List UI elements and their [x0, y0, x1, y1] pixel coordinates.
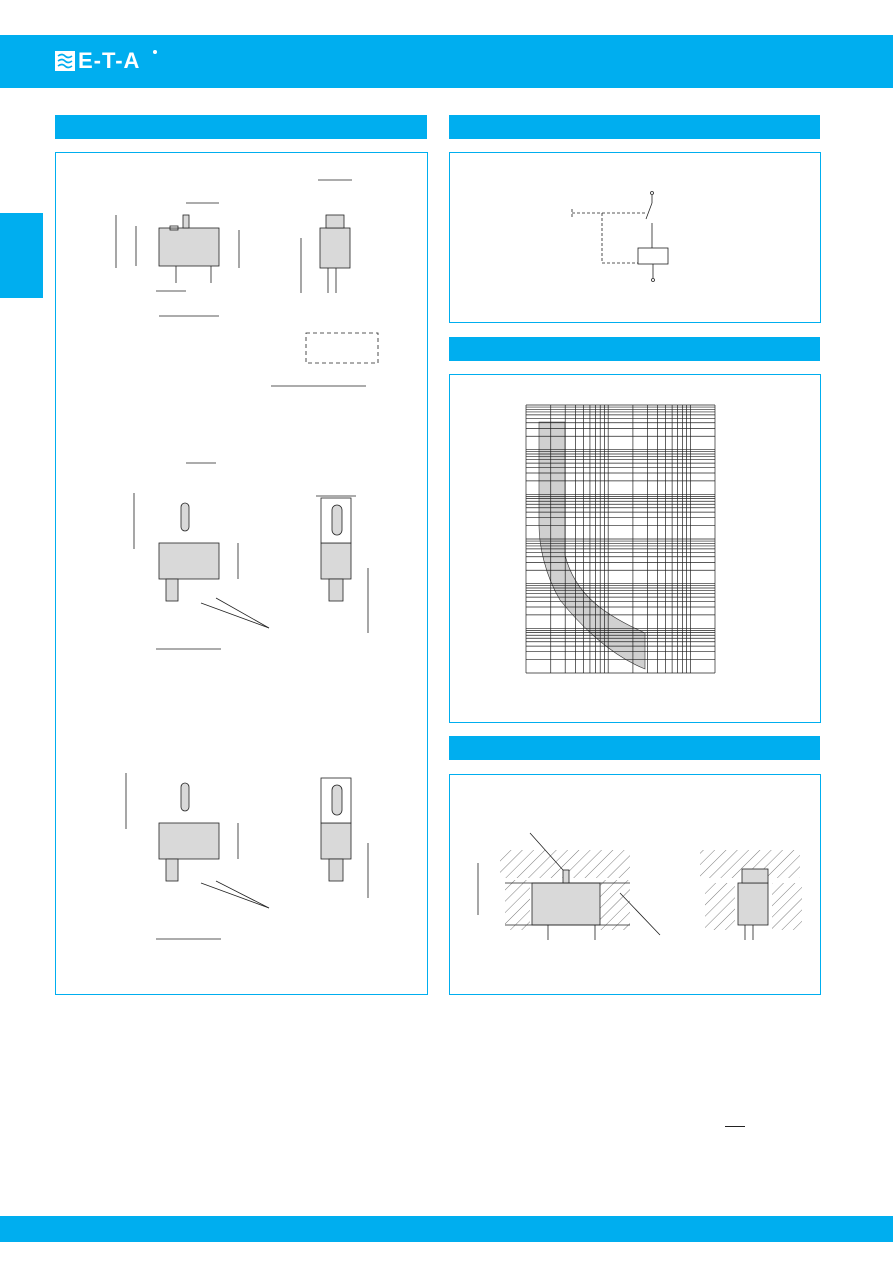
registered-mark — [153, 50, 157, 54]
dimensions-section-header — [55, 115, 427, 139]
header-band — [0, 35, 893, 88]
time-current-chart — [525, 404, 716, 674]
eta-logo: E-T-A — [55, 50, 165, 72]
footer-band — [0, 1216, 893, 1242]
page-mark-line — [725, 1126, 745, 1127]
circuit-symbol — [571, 191, 669, 282]
installation-section-header — [449, 736, 820, 760]
schematic-section-header — [449, 115, 820, 139]
logo-text: E-T-A — [78, 48, 141, 73]
schematic-panel — [449, 152, 821, 323]
curve-panel — [449, 374, 821, 723]
chart-grid — [525, 404, 716, 674]
dimension-drawings — [115, 179, 379, 940]
mounting-drawings — [477, 832, 802, 940]
logo-wave-mark — [55, 51, 75, 71]
installation-panel — [449, 774, 821, 995]
dimensions-drawing-panel — [55, 152, 428, 995]
curve-section-header — [449, 337, 820, 361]
side-tab — [0, 213, 43, 298]
trip-band — [538, 421, 646, 670]
